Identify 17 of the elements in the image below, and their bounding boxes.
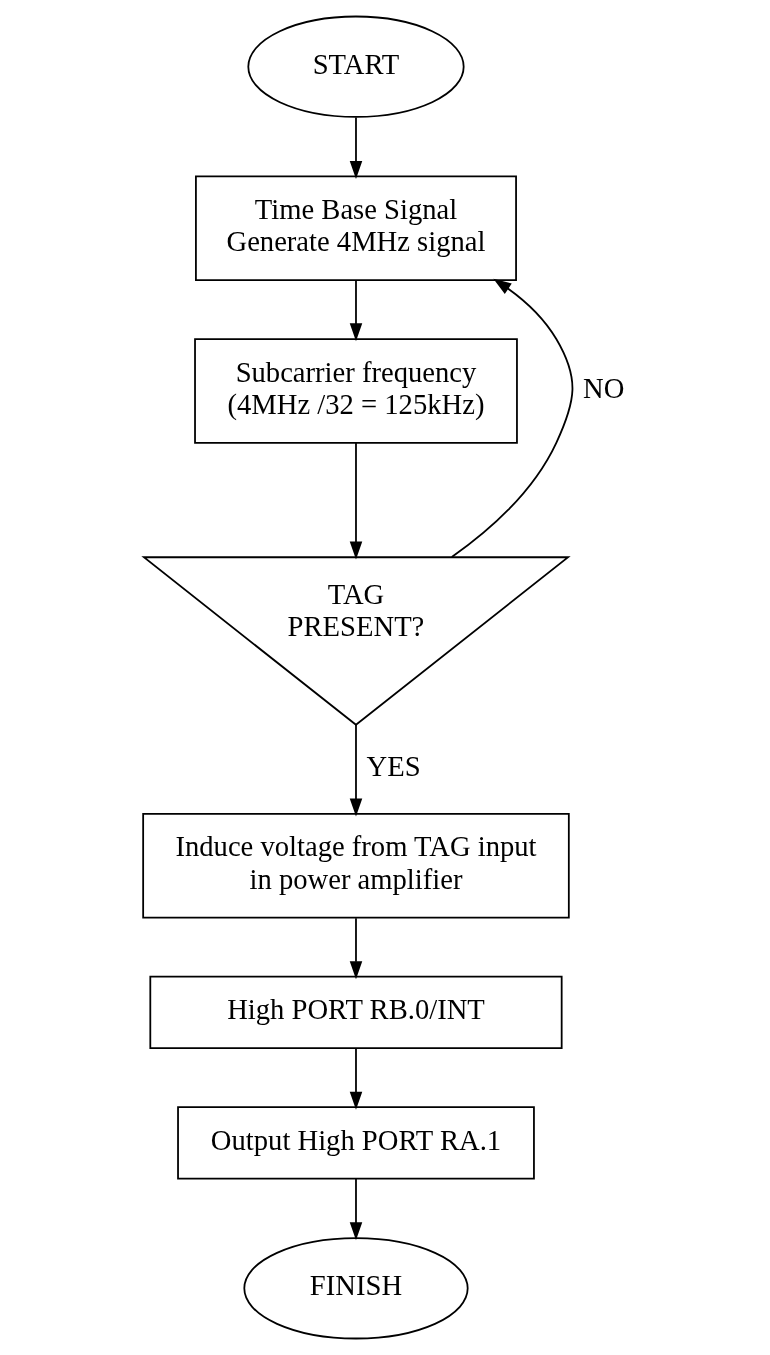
arrow	[349, 116, 362, 179]
node-ellipse: FINISH	[242, 1237, 469, 1340]
node-ellipse: START	[246, 15, 465, 118]
arrow	[349, 441, 362, 560]
edge-label: YES	[366, 750, 421, 782]
node-box: Subcarrier frequency (4MHz /32 = 125kHz)	[193, 338, 518, 444]
arrow	[349, 1178, 362, 1241]
arrow	[349, 279, 362, 342]
node-box: High PORT RB.0/INT	[148, 975, 563, 1050]
arrow	[349, 723, 362, 817]
arrow	[349, 1047, 362, 1110]
node-box: Induce voltage from TAG input in power amplifier	[141, 812, 570, 919]
node-box: Time Base Signal Generate 4MHz signal	[194, 175, 517, 281]
arrow	[450, 278, 573, 558]
edge-label: NO	[582, 372, 624, 404]
node-box: Output High PORT RA.1	[176, 1106, 535, 1180]
arrow	[349, 917, 362, 980]
